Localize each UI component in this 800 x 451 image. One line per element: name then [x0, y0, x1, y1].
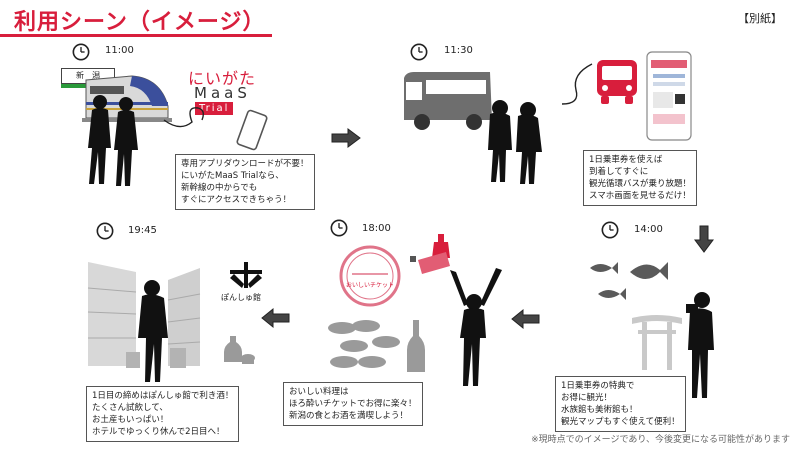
- scene-5-time: 19:45: [128, 225, 157, 236]
- clock-icon: [72, 43, 90, 61]
- red-bus-icon: [597, 60, 637, 104]
- clock-icon: [96, 222, 114, 240]
- scene-3-caption: 1日乗車券の特典で お得に観光！ 水族館も美術館も！ 観光マップもすぐ使えて便利…: [555, 376, 686, 432]
- bus-icon: [404, 72, 492, 130]
- clock-icon: [410, 43, 428, 61]
- aquarium-fish-icon: [590, 262, 668, 300]
- arrow-left-icon: [511, 308, 540, 330]
- scene-3-time: 14:00: [634, 224, 663, 235]
- page-title: 利用シーン（イメージ）: [14, 10, 266, 35]
- maas-logo-line1: にいがた: [188, 69, 257, 88]
- travelers-silhouette-icon: [88, 95, 138, 186]
- smartphone-icon: [236, 109, 268, 151]
- sake-ticket-icon: [410, 234, 450, 274]
- sake-bottle-icon: [407, 320, 425, 372]
- title-underline: [0, 34, 272, 37]
- photographer-silhouette-icon: [686, 292, 714, 398]
- ticket-stamp-icon: [339, 245, 401, 307]
- connection-line-icon: [561, 63, 593, 105]
- smartphone-ticket-icon: [646, 51, 692, 141]
- sushi-icon: [328, 320, 400, 368]
- shopper-silhouette-icon: [126, 280, 186, 382]
- scene-4-time: 18:00: [362, 223, 391, 234]
- connection-line-icon: [163, 107, 205, 128]
- scene-5-caption: 1日目の締めはぽんしゅ館で利き酒！ たくさん試飲して、 お土産もいっぱい！ ホテ…: [86, 386, 240, 442]
- footnote: ※現時点でのイメージであり、今後変更になる可能性があります: [531, 435, 790, 445]
- clock-icon: [601, 221, 619, 239]
- maas-logo-trial: Trial: [195, 102, 234, 115]
- travelers-silhouette-icon: [488, 100, 542, 184]
- attachment-tag: 【別紙】: [738, 12, 782, 25]
- torii-gate-icon: [632, 315, 682, 370]
- arrow-left-icon: [261, 307, 290, 329]
- maas-logo-line2: MaaS: [194, 84, 251, 102]
- cheering-silhouette-icon: [450, 268, 502, 386]
- scene-1-caption: 専用アプリダウンロードが不要！ にいがたMaaS Trialなら、 新幹線の中か…: [175, 154, 315, 210]
- scene-2-time: 11:30: [444, 45, 473, 56]
- clock-icon: [330, 219, 348, 237]
- scene-1-time: 11:00: [105, 45, 134, 56]
- sake-cup-icon: [224, 336, 255, 364]
- scene-2-caption: 1日乗車券を使えば 到着してすぐに 観光循環バスが乗り放題！ スマホ画面を見せる…: [583, 150, 698, 206]
- ponshukan-label: ぽんしゅ館: [221, 293, 261, 302]
- arrow-right-icon: [331, 128, 361, 148]
- scene-4-caption: おいしい料理は ほろ酔いチケットでお得に楽々！ 新潟の食とお酒を満喫しよう！: [283, 382, 423, 426]
- shop-shelves-icon: [87, 262, 201, 366]
- stamp-label: おいしいチケット: [345, 282, 394, 289]
- ponshukan-logo-icon: [230, 262, 262, 288]
- arrow-down-icon: [694, 225, 714, 253]
